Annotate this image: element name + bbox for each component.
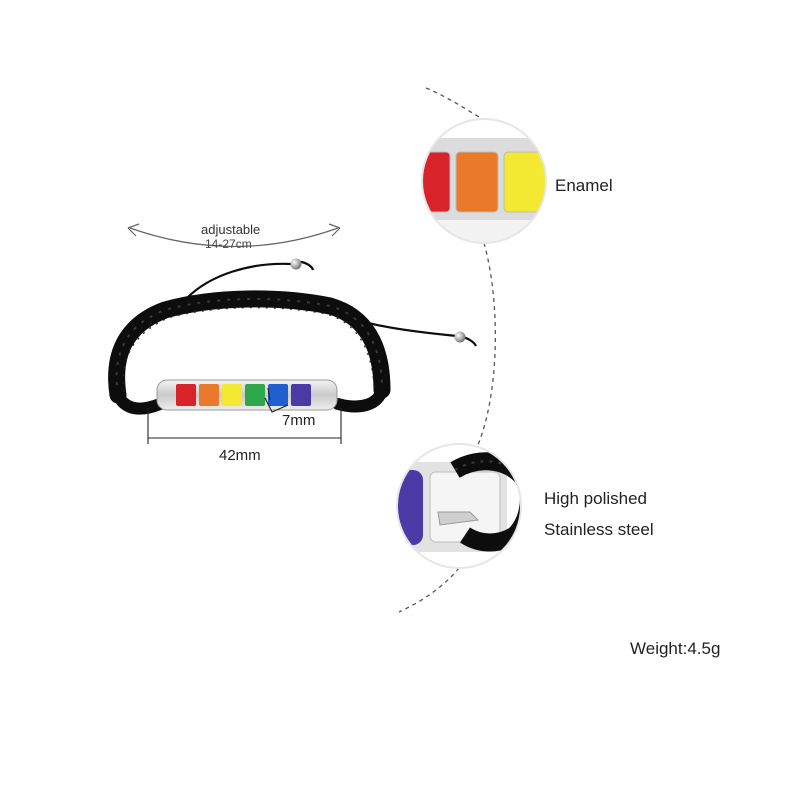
enamel-stripe: [268, 384, 288, 406]
enamel-stripe: [176, 384, 196, 406]
enamel-stripe: [199, 384, 219, 406]
adjustable-label: adjustable: [201, 222, 261, 237]
connector-arc-bottom: [398, 567, 460, 613]
length-dimension: [147, 408, 342, 444]
bracelet-bar: [156, 379, 338, 411]
weight-label: Weight:4.5g: [630, 639, 721, 658]
enamel-detail-stripe: [455, 151, 499, 213]
enamel-stripe: [222, 384, 242, 406]
connector-arc-middle: [477, 242, 496, 446]
enamel-stripes: [176, 384, 311, 406]
material-label: Stainless steel: [544, 520, 654, 539]
bead-icon: [454, 331, 466, 343]
braided-band: [108, 290, 391, 415]
enamel-stripe: [291, 384, 311, 406]
enamel-detail-circle: [421, 118, 547, 244]
enamel-detail-stripe: [422, 151, 451, 213]
bar-length-label: 42mm: [219, 447, 261, 464]
enamel-stripe: [245, 384, 265, 406]
enamel-label: Enamel: [555, 176, 613, 195]
polish-label: High polished: [544, 489, 648, 508]
enamel-detail-stripe: [503, 151, 546, 213]
width-dimension: [264, 387, 289, 413]
connector-arc-top: [425, 87, 485, 120]
adjust-range-label: 14-27cm: [205, 237, 252, 251]
bead-icon: [290, 258, 302, 270]
steel-detail-circle: [396, 443, 522, 569]
adjust-arrow-icon: [127, 223, 341, 248]
bar-width-label: 7mm: [282, 412, 316, 429]
